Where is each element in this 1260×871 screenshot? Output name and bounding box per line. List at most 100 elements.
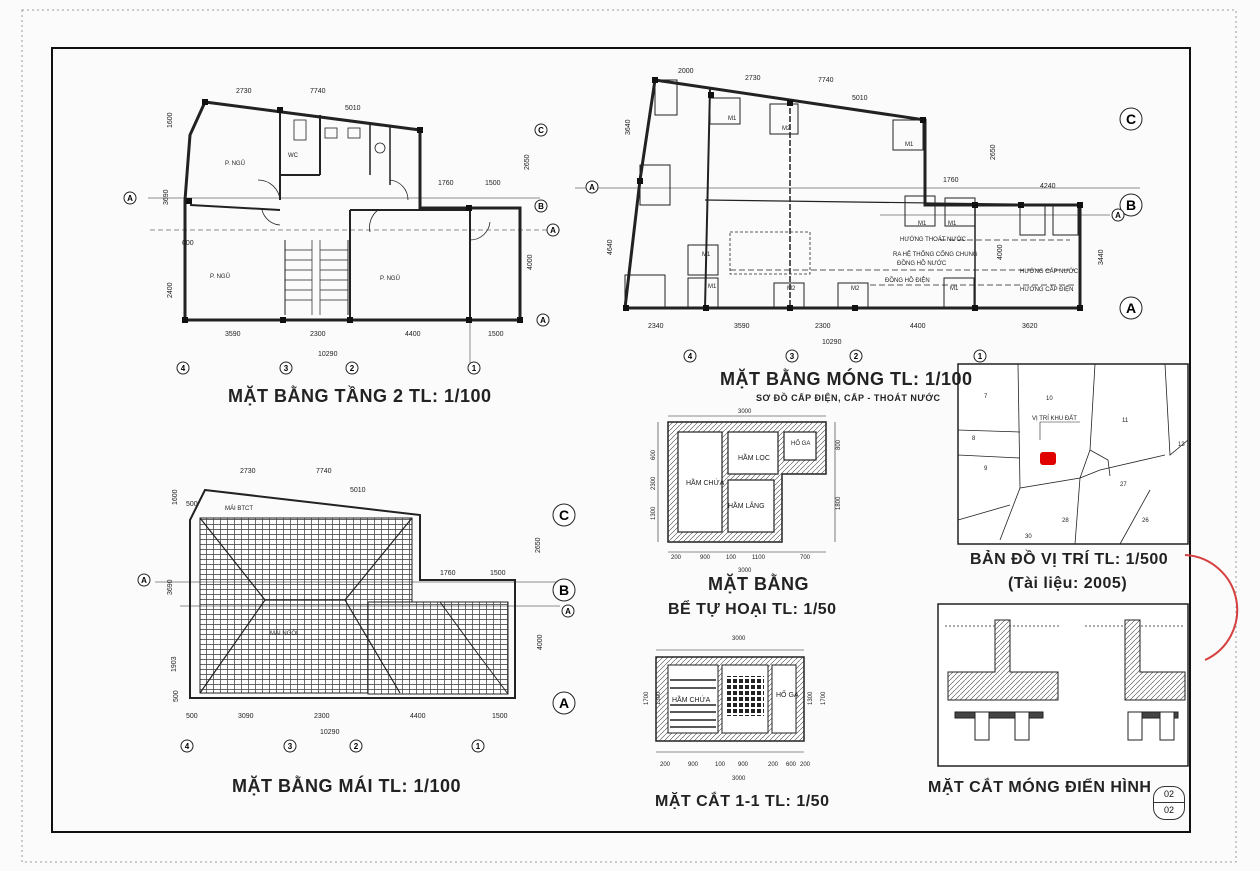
dim-label: 100: [715, 762, 726, 768]
axis-marker: 3: [785, 349, 799, 363]
dim-label: 3000: [738, 568, 752, 574]
axis-marker: B: [552, 578, 576, 602]
dim-label: 2300: [815, 323, 831, 330]
footing-label: M1: [728, 116, 737, 122]
parcel-label: 11: [1122, 418, 1129, 424]
dim-label: 3590: [734, 323, 750, 330]
axis-marker-label: C: [538, 126, 544, 135]
axis-marker: 2: [349, 739, 363, 753]
axis-marker: 1: [471, 739, 485, 753]
footing-label: M2: [787, 286, 796, 292]
dim-label: 600: [786, 762, 797, 768]
dim-label: 2650: [990, 144, 997, 160]
dim-label: 2300: [310, 331, 326, 338]
dim-label: 3440: [1098, 249, 1105, 265]
dim-label: 200: [768, 762, 779, 768]
supply-label: HƯỚNG CẤP ĐIỆN: [1020, 285, 1074, 293]
axis-marker: B: [534, 199, 548, 213]
outer-frame: [21, 9, 1237, 863]
stamp: [1184, 554, 1239, 661]
septic-title-1: MẶT BẰNG: [708, 574, 809, 594]
septic-section: [655, 649, 805, 753]
tank-label: HỐ GA: [791, 440, 810, 447]
axis-marker: A: [123, 191, 137, 205]
dim-label: 2730: [240, 468, 256, 475]
footing-label: M1: [948, 221, 957, 227]
axis-marker: 3: [283, 739, 297, 753]
footing-label: M1: [905, 142, 914, 148]
foundation-columns: [623, 77, 1083, 311]
footing-label: M1: [918, 221, 927, 227]
dim-label: 10290: [318, 351, 338, 358]
axis-marker-label: 1: [472, 364, 477, 373]
dim-label: 200: [671, 555, 682, 561]
dim-label: 1700: [644, 691, 650, 705]
tank-label: HỐ GA: [776, 689, 799, 699]
dim-label: 900: [738, 762, 749, 768]
parcel-label: 7: [984, 394, 988, 400]
dim-label: 4400: [910, 323, 926, 330]
dim-label: 1500: [488, 331, 504, 338]
foundation-title: MẶT BẰNG MÓNG TL: 1/100: [720, 369, 973, 389]
dim-label: 600: [651, 449, 657, 460]
dim-label: 5010: [345, 105, 361, 112]
tank-label: HẦM LỌC: [738, 452, 770, 462]
axis-marker: A: [546, 223, 560, 237]
footing-label: M1: [702, 252, 711, 258]
axis-marker: 2: [345, 361, 359, 375]
axis-marker: A: [552, 691, 576, 715]
axis-marker: A: [561, 604, 575, 618]
roof-label: MÁI NGÓI: [270, 630, 298, 637]
dim-label: 100: [726, 555, 737, 561]
axis-marker: C: [534, 123, 548, 137]
dim-label: 800: [836, 439, 842, 450]
floor2-plan: [148, 100, 560, 370]
dim-label: 3690: [167, 579, 174, 595]
axis-marker-label: 4: [181, 364, 186, 373]
axis-marker: B: [1119, 193, 1143, 217]
roof-plan: [155, 488, 560, 699]
axis-marker: A: [536, 313, 550, 327]
floor2-title: MẶT BẰNG TẦNG 2 TL: 1/100: [228, 386, 492, 406]
dim-label: 3000: [732, 636, 746, 642]
dim-label: 2340: [648, 323, 664, 330]
dim-label: 2730: [236, 88, 252, 95]
site-map-subtitle: (Tài liệu: 2005): [1008, 575, 1128, 592]
axis-marker: A: [1111, 208, 1125, 222]
axis-marker-label: A: [1115, 211, 1121, 220]
dim-label: 1600: [167, 112, 174, 128]
axis-marker-label: B: [538, 202, 544, 211]
axis-marker-label: 2: [354, 742, 359, 751]
dim-label: 2300: [314, 713, 330, 720]
dim-label: 1760: [943, 177, 959, 184]
dim-label: 1800: [836, 496, 842, 510]
foundation-section: [937, 603, 1189, 767]
dim-label: 2650: [524, 154, 531, 170]
axis-marker: 3: [279, 361, 293, 375]
tank-label: HẦM LẮNG: [728, 500, 765, 510]
tank-label: HẦM CHỨA: [672, 694, 711, 704]
dim-label: 1500: [492, 713, 508, 720]
axis-marker-label: B: [559, 582, 569, 598]
dim-label: 1500: [490, 570, 506, 577]
footing-label: M1: [708, 284, 717, 290]
septic-title-2: BỂ TỰ HOẠI TL: 1/50: [668, 601, 837, 618]
parcel-label: 30: [1025, 534, 1032, 540]
dim-label: 500: [186, 501, 198, 508]
axis-marker-label: 4: [688, 352, 693, 361]
dim-label: 1300: [808, 691, 814, 705]
dim-label: 900: [688, 762, 699, 768]
page-current: 02: [1163, 789, 1174, 799]
dim-label: 4000: [537, 634, 544, 650]
axis-marker: C: [1119, 107, 1143, 131]
page-total: 02: [1163, 805, 1174, 815]
dim-label: 4400: [405, 331, 421, 338]
dim-label: 2730: [745, 75, 761, 82]
dim-label: 4240: [1040, 183, 1056, 190]
dim-label: 7740: [310, 88, 326, 95]
dim-label: 3000: [738, 409, 752, 415]
section-title: MẶT CẮT 1-1 TL: 1/50: [655, 793, 830, 810]
dim-label: 4640: [607, 239, 614, 255]
